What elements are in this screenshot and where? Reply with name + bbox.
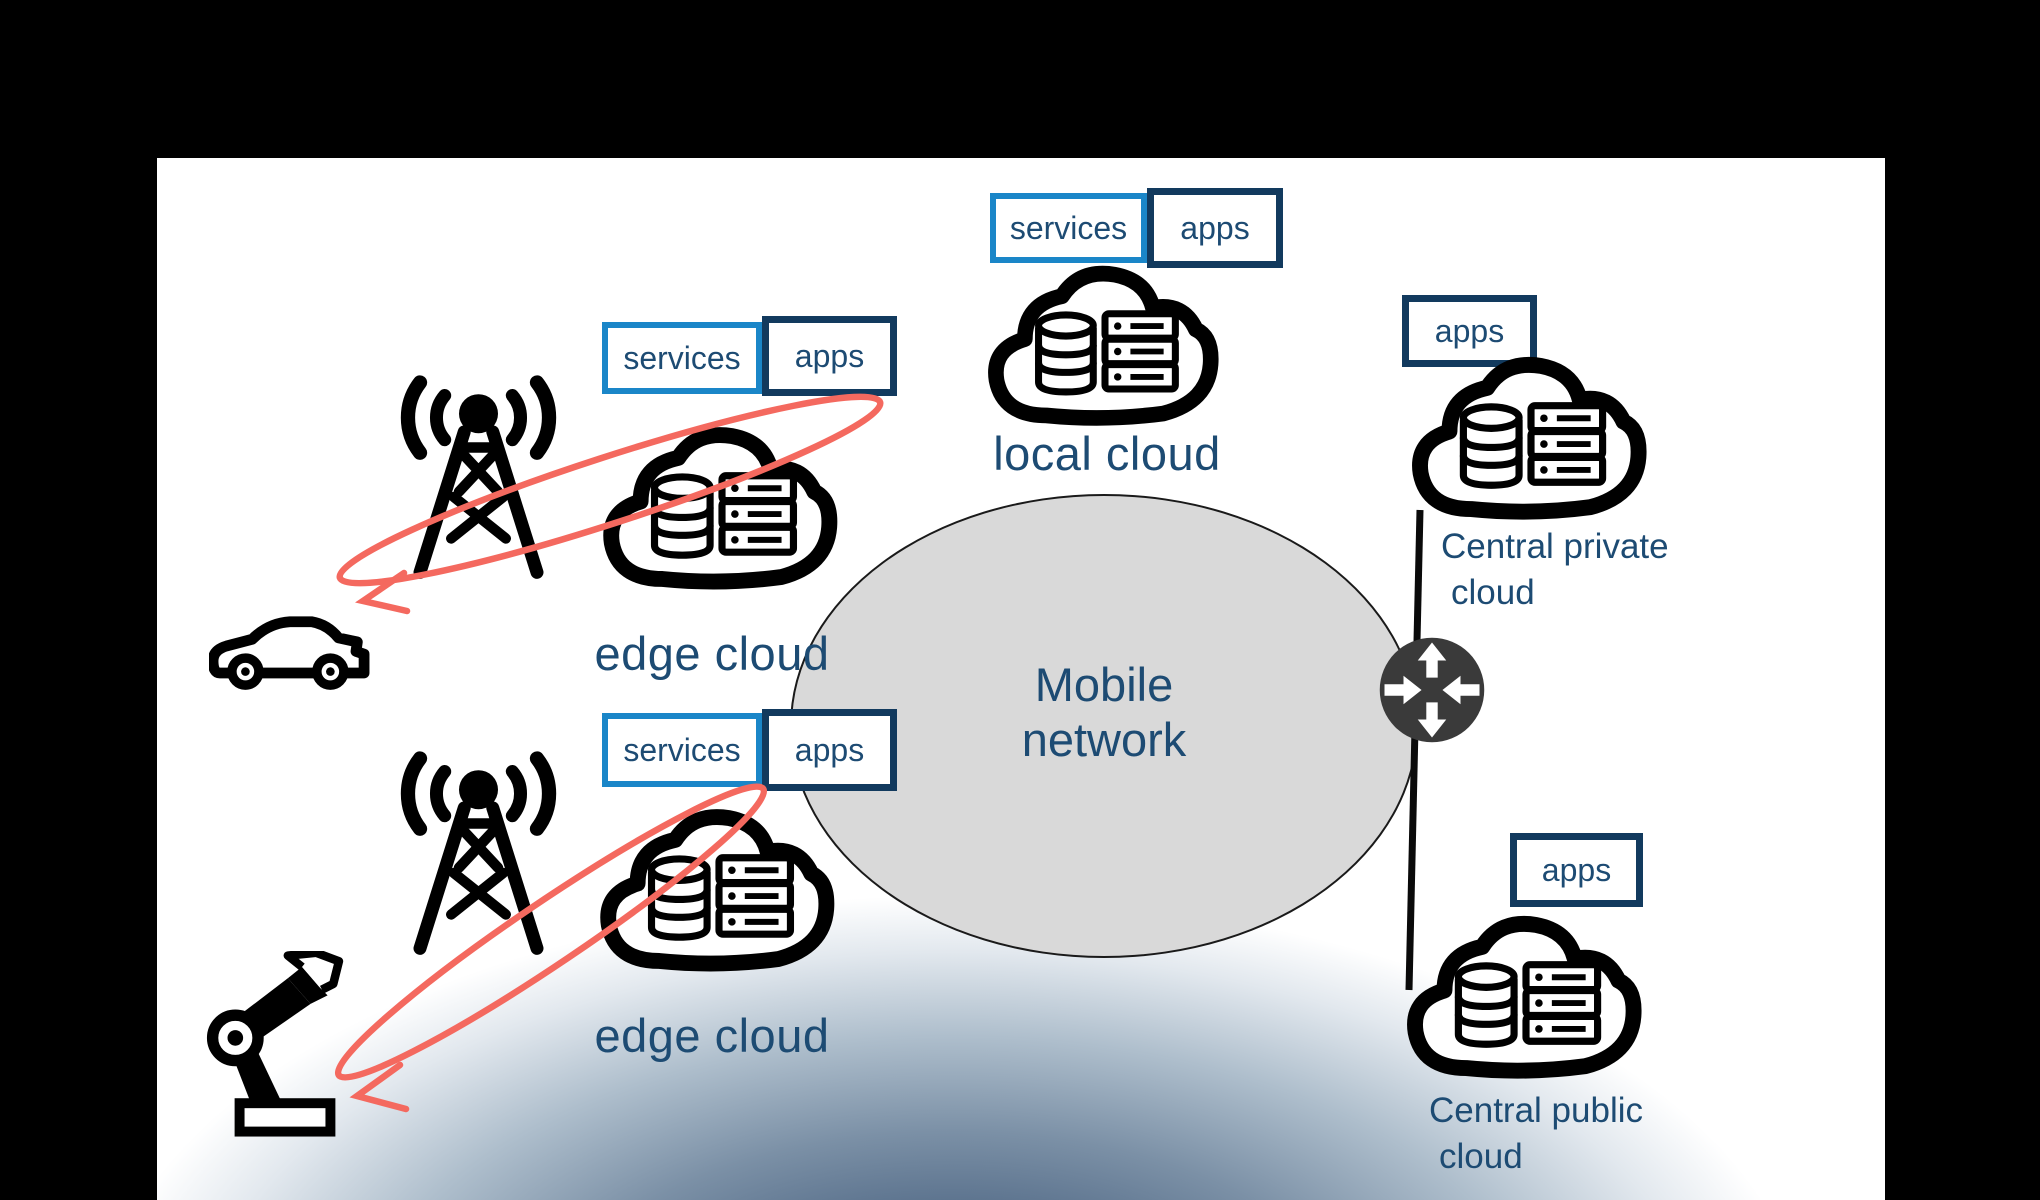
edge-cloud-bottom-apps-tag: apps [762, 709, 897, 791]
edge-cloud-bottom-label: edge cloud [594, 1009, 830, 1062]
edge-cloud-top-label: edge cloud [594, 627, 830, 680]
car-icon [209, 600, 387, 692]
central-public-apps-tag: apps [1510, 833, 1643, 907]
central-public-line1: Central public [1429, 1091, 1643, 1130]
central-public-line2: cloud [1439, 1136, 1523, 1176]
cloud-datacenter-icon [588, 804, 850, 979]
mobile-network-label: Mobile network [1022, 657, 1187, 768]
cloud-datacenter-icon [975, 261, 1235, 433]
central-private-cloud-label: Central private cloud [1441, 524, 1781, 615]
local-cloud-apps-tag: apps [1147, 188, 1283, 268]
central-private-line2: cloud [1451, 572, 1535, 612]
cell-tower-icon [381, 742, 576, 957]
robot-arm-icon [197, 951, 373, 1139]
cloud-datacenter-icon [1390, 911, 1662, 1086]
local-cloud-services-tag: services [990, 193, 1147, 263]
edge-cloud-bottom-services-tag: services [602, 713, 762, 787]
local-cloud-label: local cloud [993, 427, 1221, 480]
cell-tower-icon [381, 366, 576, 581]
edge-cloud-top-services-tag: services [602, 322, 762, 394]
central-private-apps-tag: apps [1402, 295, 1537, 367]
mobile-network-line2: network [1021, 713, 1187, 766]
edge-cloud-top-apps-tag: apps [762, 316, 897, 396]
central-public-cloud-label: Central public cloud [1429, 1088, 1769, 1179]
router-icon [1375, 633, 1489, 747]
cloud-datacenter-icon [1395, 352, 1667, 527]
central-private-line1: Central private [1441, 527, 1669, 566]
mobile-network-ellipse: Mobile network [790, 494, 1418, 958]
diagram-canvas: Mobile network services apps local cloud… [157, 158, 1885, 1200]
mobile-network-line1: Mobile [1034, 657, 1174, 711]
cloud-datacenter-icon [591, 422, 853, 597]
